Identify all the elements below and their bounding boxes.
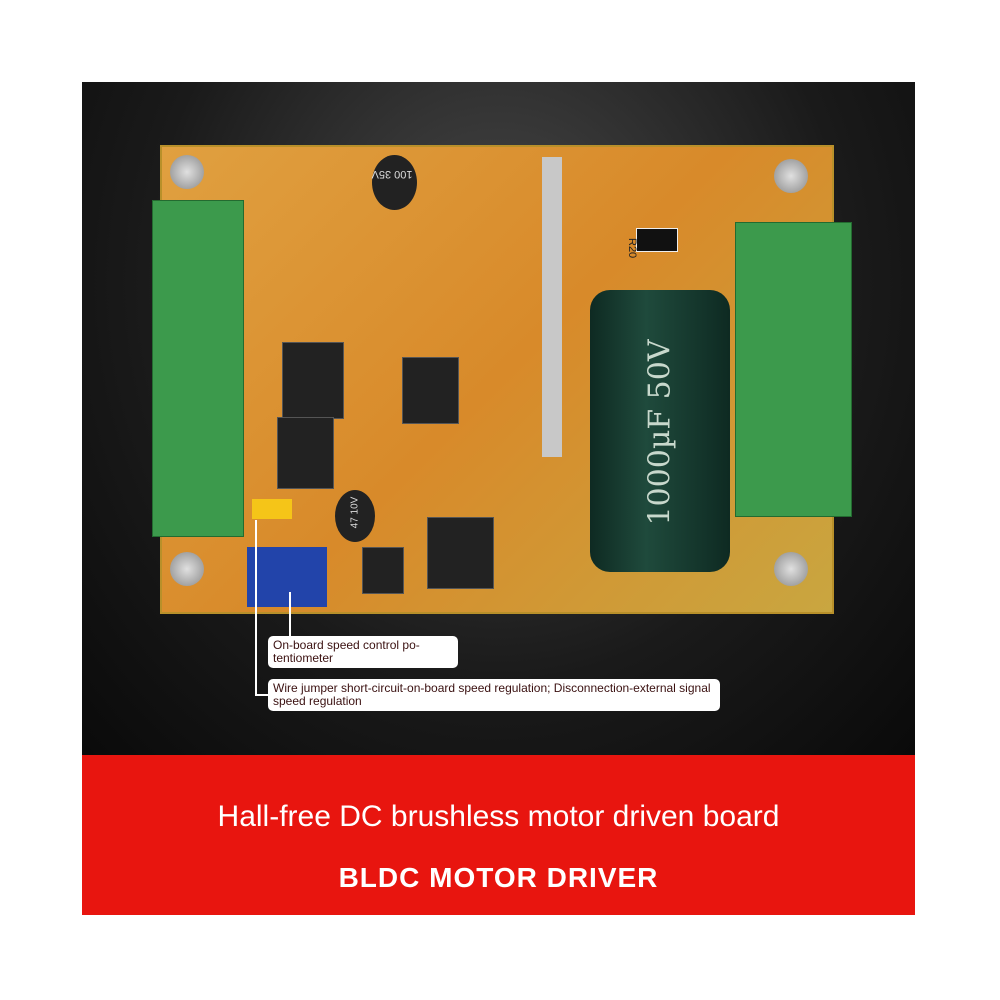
screw-icon: [170, 552, 204, 586]
mini-capacitor-label: 47 10V: [349, 496, 361, 529]
banner-subtitle: Hall-free DC brushless motor driven boar…: [217, 800, 780, 833]
driver-chip: [402, 357, 459, 424]
ic-chip: [362, 547, 404, 594]
callout-leader: [289, 592, 291, 660]
red-banner: [82, 755, 915, 915]
screw-icon: [170, 155, 204, 189]
callout-leader: [255, 694, 269, 696]
driver-chip: [282, 342, 344, 419]
main-capacitor-label: 1000µF 50V: [642, 339, 678, 526]
regulator-chip: [277, 417, 334, 489]
screw-icon: [774, 552, 808, 586]
potentiometer-callout: On-board speed control po- tentiometer: [268, 636, 458, 668]
left-terminal-block: [152, 200, 244, 537]
screw-icon: [774, 159, 808, 193]
main-capacitor: [590, 290, 730, 572]
resistor: [636, 228, 678, 252]
resistor-label: R20: [626, 238, 638, 259]
right-terminal-block: [735, 222, 852, 517]
potentiometer: [247, 547, 327, 607]
small-capacitor-label: 100 35V: [371, 168, 413, 180]
jumper: [252, 499, 292, 519]
inductor: [427, 517, 494, 589]
jumper-callout: Wire jumper short-circuit-on-board speed…: [268, 679, 720, 711]
heatsink-strip: [542, 157, 562, 457]
small-capacitor: [372, 155, 417, 210]
mini-capacitor: [335, 490, 375, 542]
banner-title: BLDC MOTOR DRIVER: [338, 862, 659, 893]
pcb-board: [160, 145, 834, 614]
callout-leader: [255, 520, 257, 695]
